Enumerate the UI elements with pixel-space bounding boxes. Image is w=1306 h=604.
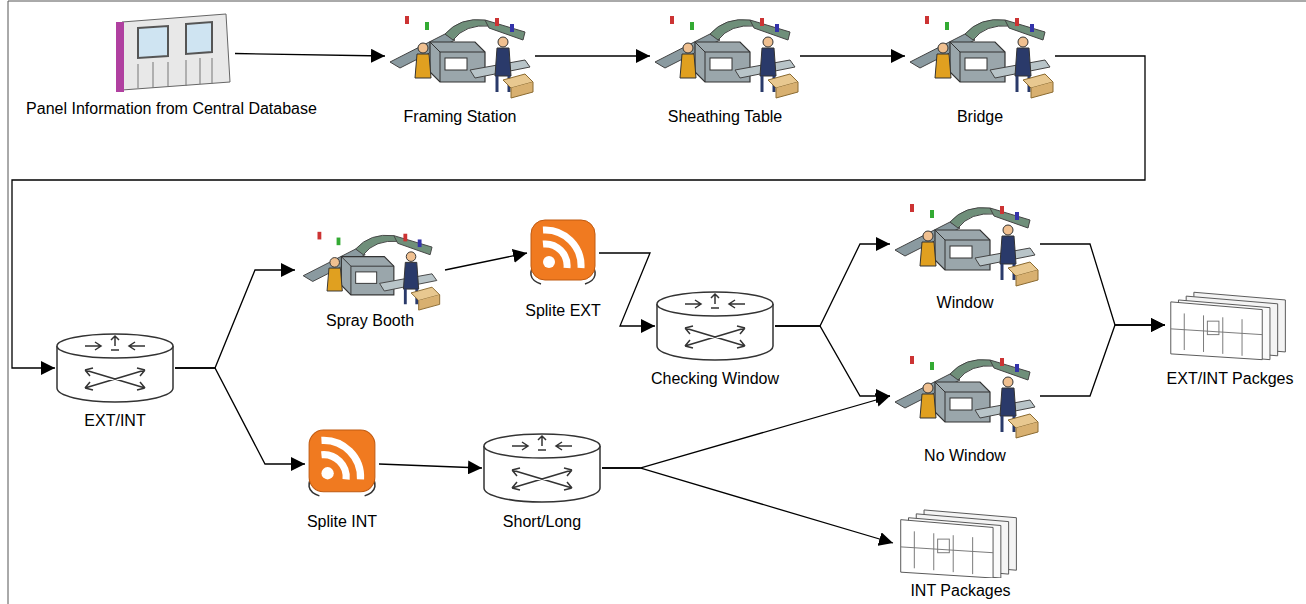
node-label: EXT/INT Packges: [1167, 370, 1294, 388]
node-label: Sheathing Table: [668, 108, 782, 126]
node-label: Window: [937, 294, 994, 312]
process-node: Short/Long: [482, 432, 602, 504]
process-node: Spray Booth: [295, 228, 445, 312]
node-label: Checking Window: [651, 370, 779, 388]
process-node: EXT/INT: [55, 332, 175, 404]
node-label: Spray Booth: [326, 312, 414, 330]
node-label: Panel Information from Central Database: [26, 100, 317, 118]
process-node: Splite EXT: [527, 218, 599, 288]
flow-arrow: [175, 270, 295, 368]
flow-arrow: [775, 244, 890, 326]
flow-arrow: [602, 396, 890, 468]
flow-arrow: [599, 253, 655, 326]
node-label: Bridge: [957, 108, 1003, 126]
flow-arrow: [535, 55, 650, 56]
process-node: Window: [890, 200, 1040, 288]
flow-arrow: [445, 253, 527, 270]
process-node: EXT/INT Packges: [1165, 285, 1295, 365]
flow-arrow: [602, 468, 893, 543]
process-node: INT Packages: [893, 508, 1028, 578]
flow-arrow: [775, 326, 890, 396]
process-node: No Window: [890, 352, 1040, 440]
flow-arrow: [1040, 244, 1165, 325]
node-label: Short/Long: [503, 513, 581, 531]
flow-arrow: [1040, 325, 1165, 396]
flow-arrow: [12, 56, 1145, 368]
flow-arrow: [379, 464, 482, 468]
node-label: INT Packages: [910, 582, 1010, 600]
process-node: Bridge: [905, 12, 1055, 100]
node-label: No Window: [924, 447, 1006, 465]
node-label: EXT/INT: [84, 412, 145, 430]
node-label: Splite INT: [307, 513, 377, 531]
process-node: Checking Window: [655, 290, 775, 362]
process-node: Framing Station: [385, 12, 535, 100]
flow-arrow: [235, 54, 385, 57]
flow-arrow: [175, 368, 305, 464]
node-label: Splite EXT: [525, 302, 601, 320]
process-node: Splite INT: [305, 428, 379, 500]
flow-arrow: [800, 55, 905, 56]
node-label: Framing Station: [404, 108, 517, 126]
process-node: Panel Information from Central Database: [108, 12, 235, 95]
process-node: Sheathing Table: [650, 12, 800, 100]
